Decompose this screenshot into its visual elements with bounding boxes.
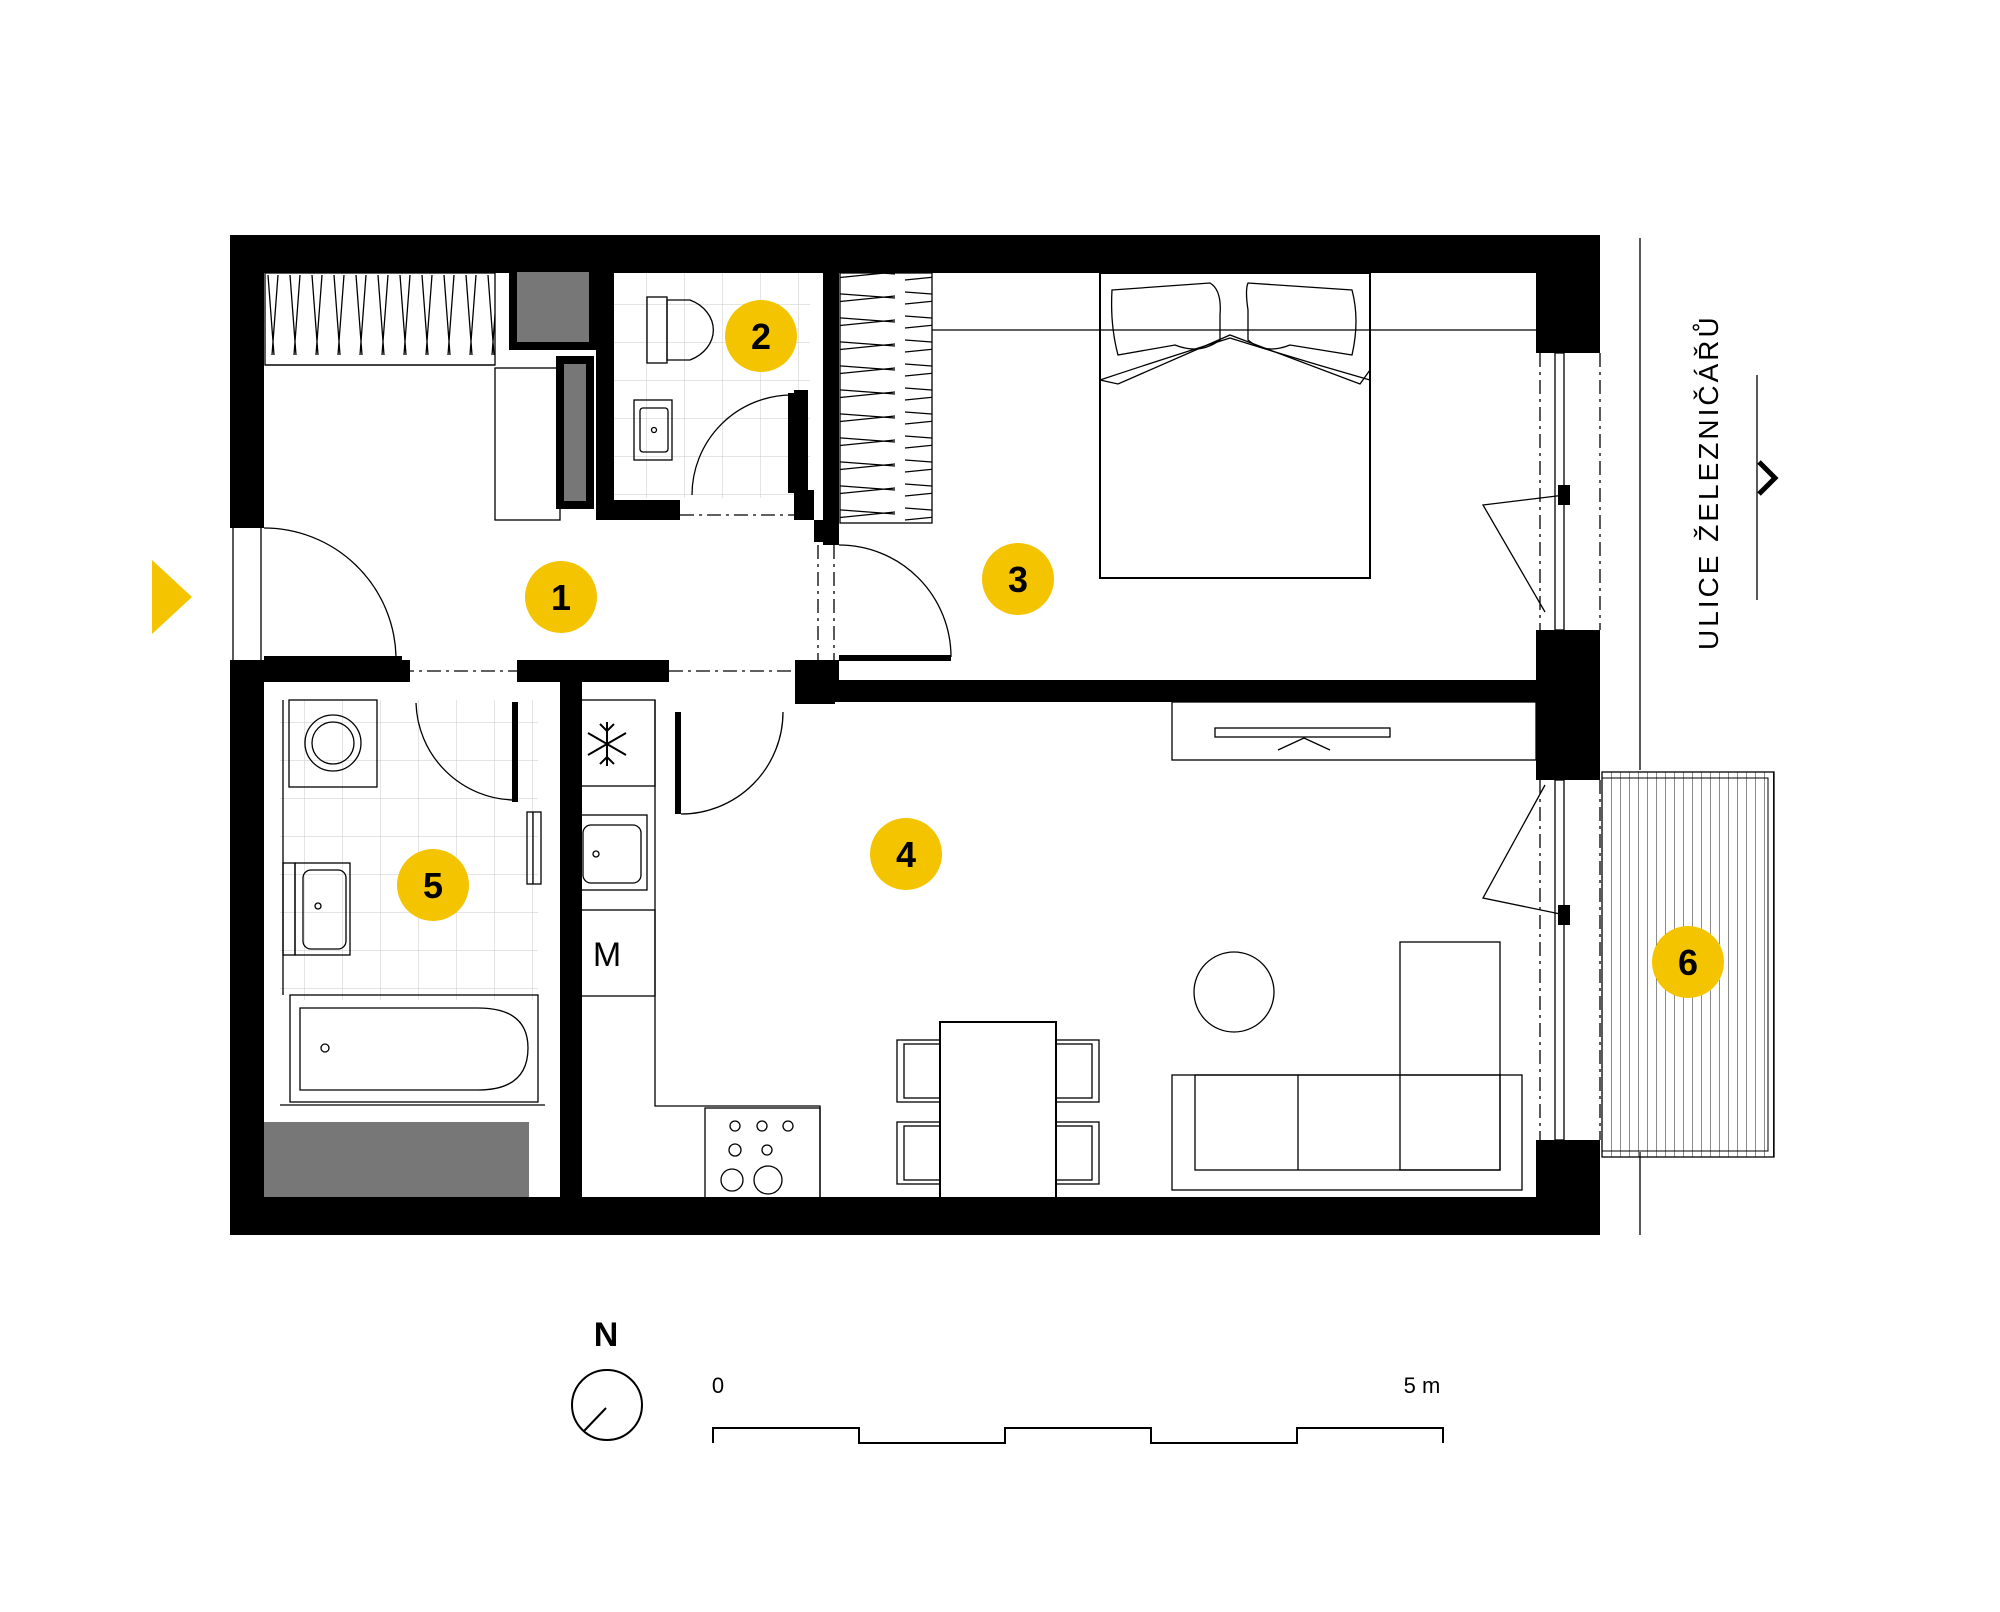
bathroom-tile-floor: [280, 700, 538, 1000]
meter-label: M: [593, 936, 621, 974]
bathroom-door: [415, 702, 542, 885]
toilet: [646, 296, 714, 364]
wc-door: [691, 393, 794, 496]
entrance-arrow-icon: [152, 560, 192, 634]
room-badge-3: 3: [982, 543, 1054, 615]
coffee-table: [1193, 951, 1275, 1033]
living-window: [1482, 779, 1601, 1141]
north-label: N: [594, 1316, 619, 1354]
tv-unit: [1171, 701, 1537, 761]
room-badge-4: 4: [870, 818, 942, 890]
scale-start-label: 0: [712, 1373, 724, 1398]
wc-sink: [633, 399, 673, 461]
bedroom-door: [838, 544, 952, 661]
compass-icon: [571, 1369, 643, 1441]
washing-machine: [288, 699, 378, 788]
fridge: [561, 699, 656, 787]
snowflake-icon: [587, 722, 627, 766]
svg-text:5: 5: [423, 865, 443, 906]
bathtub: [289, 994, 539, 1103]
dining-table: [896, 1021, 1100, 1201]
svg-text:3: 3: [1008, 559, 1028, 600]
svg-text:4: 4: [896, 834, 916, 875]
meter-cabinet: M: [561, 909, 656, 997]
kitchen-sink: [569, 814, 648, 891]
street-label: ULICE ŽELEZNIČÁŘŮ: [1692, 314, 1724, 650]
bathroom-sink: [282, 862, 351, 956]
hall-cabinet: [494, 367, 561, 521]
svg-text:1: 1: [551, 577, 571, 618]
svg-text:2: 2: [751, 316, 771, 357]
room-badge-1: 1: [525, 561, 597, 633]
wc-tile-floor: [610, 270, 810, 498]
hall-wardrobe: [264, 272, 496, 366]
svg-text:6: 6: [1678, 942, 1698, 983]
kitchen-door: [675, 711, 784, 815]
corner-sofa: [1171, 941, 1523, 1191]
bathroom-shaft: [264, 1122, 529, 1197]
double-bed: [1099, 272, 1371, 579]
room-badge-2: 2: [725, 300, 797, 372]
scale-bar: 0 5 m: [712, 1373, 1444, 1444]
room-badge-6: 6: [1652, 926, 1724, 998]
entrance-door: [232, 527, 402, 662]
bedroom-window: [1481, 352, 1601, 631]
bedroom-wardrobe: [839, 272, 933, 524]
street-label-group: [1756, 375, 1779, 600]
compass: N: [571, 1316, 643, 1441]
exterior-walls: [230, 235, 1600, 1235]
interior-walls: [264, 235, 1536, 1202]
kitchen-stove: [704, 1107, 821, 1204]
room-badge-5: 5: [397, 849, 469, 921]
shaft-block: [509, 264, 597, 350]
scale-end-label: 5 m: [1404, 1373, 1441, 1398]
shaft-block-small: [556, 356, 594, 509]
